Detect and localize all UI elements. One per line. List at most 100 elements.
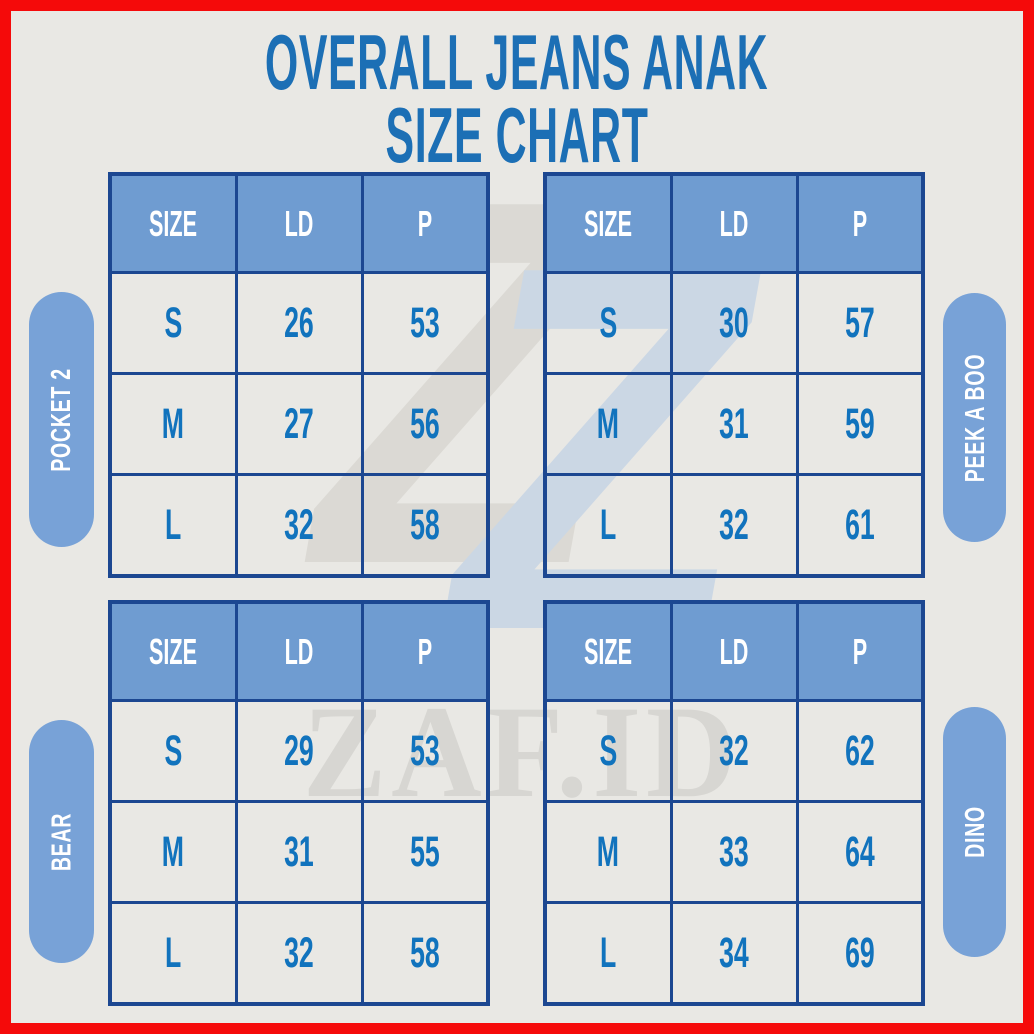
pill-label-bear-text: BEAR [45,812,77,871]
table-row-s: S 30 57 [543,271,925,375]
cell-size-text: S [599,726,618,775]
pill-label-pocket2: POCKET 2 [29,292,94,547]
cell-p: 58 [360,473,490,578]
table-header-row: SIZE LD P [108,600,490,702]
size-table-peekaboo: SIZE LD P S 30 57 M 31 59 L 32 61 [543,172,925,578]
cell-size: S [108,699,238,803]
column-header-size: SIZE [108,600,238,702]
cell-p: 53 [360,271,490,375]
cell-p-text: 56 [409,399,440,448]
cell-p: 69 [795,901,925,1006]
page-title-line-2-text: SIZE CHART [385,91,649,179]
cell-ld: 27 [234,372,364,476]
cell-size: M [543,800,673,904]
cell-p-text: 53 [409,726,440,775]
cell-p: 59 [795,372,925,476]
cell-size-text: M [597,399,620,448]
column-header-size-text: SIZE [584,630,633,672]
cell-size: S [543,271,673,375]
column-header-p-text: P [852,202,867,244]
cell-p: 61 [795,473,925,578]
cell-p: 53 [360,699,490,803]
cell-size-text: L [165,500,182,549]
column-header-ld: LD [234,600,364,702]
cell-size-text: S [599,298,618,347]
column-header-ld: LD [234,172,364,274]
cell-size: S [543,699,673,803]
cell-ld-text: 32 [719,726,749,775]
cell-ld: 30 [669,271,799,375]
page-title: OVERALL JEANS ANAK SIZE CHART [0,23,1034,179]
page-title-line-2: SIZE CHART [0,91,1034,179]
column-header-ld: LD [669,600,799,702]
cell-p-text: 62 [844,726,875,775]
column-header-p: P [795,600,925,702]
pill-label-pocket2-text: POCKET 2 [45,367,77,472]
column-header-ld: LD [669,172,799,274]
cell-ld-text: 32 [284,500,314,549]
table-row-m: M 31 59 [543,372,925,476]
cell-p: 62 [795,699,925,803]
cell-ld: 29 [234,699,364,803]
table-header-row: SIZE LD P [108,172,490,274]
cell-ld-text: 32 [284,928,314,977]
cell-size-text: M [162,399,185,448]
cell-ld-text: 31 [284,827,314,876]
cell-size-text: S [164,298,183,347]
cell-p: 64 [795,800,925,904]
table-row-s: S 32 62 [543,699,925,803]
pill-label-dino: DINO [943,707,1006,957]
table-row-l: L 32 58 [108,901,490,1006]
cell-p-text: 59 [844,399,875,448]
cell-ld-text: 31 [719,399,749,448]
page-title-line-1: OVERALL JEANS ANAK [0,23,1034,101]
cell-size-text: L [600,928,617,977]
column-header-size-text: SIZE [584,202,633,244]
cell-ld-text: 27 [284,399,314,448]
cell-size: L [543,473,673,578]
cell-size-text: L [600,500,617,549]
table-header-row: SIZE LD P [543,600,925,702]
table-row-l: L 32 58 [108,473,490,578]
pill-label-bear: BEAR [29,720,94,963]
cell-p-text: 53 [409,298,440,347]
size-table-pocket2: SIZE LD P S 26 53 M 27 56 L 32 58 [108,172,490,578]
cell-ld: 34 [669,901,799,1006]
cell-ld-text: 32 [719,500,749,549]
cell-p-text: 58 [409,928,440,977]
column-header-size-text: SIZE [149,630,198,672]
table-row-l: L 34 69 [543,901,925,1006]
table-row-s: S 29 53 [108,699,490,803]
column-header-size: SIZE [543,600,673,702]
column-header-ld-text: LD [719,630,749,672]
cell-p-text: 57 [844,298,875,347]
cell-ld: 26 [234,271,364,375]
cell-size: L [108,473,238,578]
cell-p: 56 [360,372,490,476]
cell-p-text: 55 [409,827,440,876]
cell-ld-text: 30 [719,298,749,347]
column-header-p-text: P [417,630,432,672]
table-row-l: L 32 61 [543,473,925,578]
cell-size-text: M [162,827,185,876]
cell-ld: 33 [669,800,799,904]
table-row-m: M 31 55 [108,800,490,904]
cell-size-text: S [164,726,183,775]
cell-p-text: 69 [844,928,875,977]
cell-p: 57 [795,271,925,375]
table-row-s: S 26 53 [108,271,490,375]
pill-label-dino-text: DINO [958,806,990,858]
column-header-ld-text: LD [284,630,314,672]
size-table-bear: SIZE LD P S 29 53 M 31 55 L 32 58 [108,600,490,1006]
cell-ld: 31 [669,372,799,476]
table-header-row: SIZE LD P [543,172,925,274]
column-header-size-text: SIZE [149,202,198,244]
pill-label-peekaboo: PEEK A BOO [943,293,1006,542]
cell-p: 55 [360,800,490,904]
column-header-p-text: P [417,202,432,244]
cell-ld-text: 26 [284,298,314,347]
cell-p-text: 58 [409,500,440,549]
cell-ld: 31 [234,800,364,904]
cell-ld: 32 [234,473,364,578]
